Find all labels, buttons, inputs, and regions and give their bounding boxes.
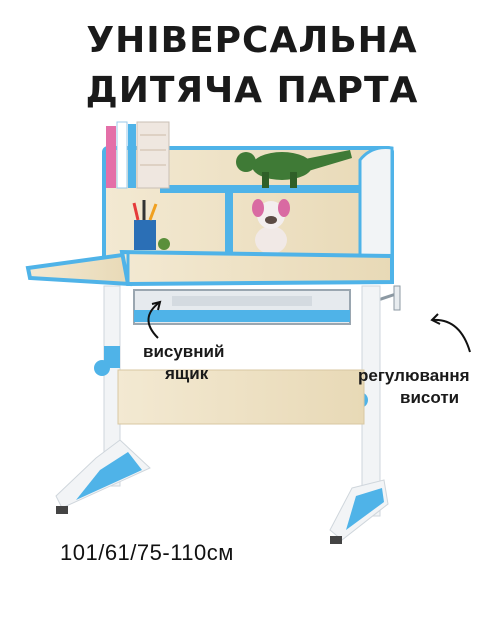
- books-icon: [106, 121, 170, 189]
- crossbar: [117, 369, 365, 425]
- hutch: [102, 146, 394, 264]
- drawer: [133, 289, 351, 325]
- dog-plush-icon: [252, 199, 290, 254]
- height-label-line-1: регулювання: [358, 366, 470, 385]
- small-toy-icon: [158, 238, 170, 250]
- height-crank-icon: [377, 285, 401, 311]
- dinosaur-toy-icon: [236, 150, 352, 188]
- desktop: [25, 249, 394, 287]
- height-label-line-2: висоти: [400, 388, 460, 407]
- pencil-cup-icon: [132, 200, 158, 250]
- left-leg: [55, 285, 151, 514]
- title-line-1: УНІВЕРСАЛЬНА: [86, 20, 418, 61]
- height-arrow-icon: [431, 318, 471, 353]
- title-line-2: ДИТЯЧА ПАРТА: [85, 70, 419, 111]
- drawer-label-line-2: ящик: [165, 364, 209, 383]
- drawer-label-line-1: висувний: [143, 342, 225, 361]
- drawer-arrow-icon: [147, 301, 161, 339]
- dimensions-text: 101/61/75-110см: [60, 540, 234, 565]
